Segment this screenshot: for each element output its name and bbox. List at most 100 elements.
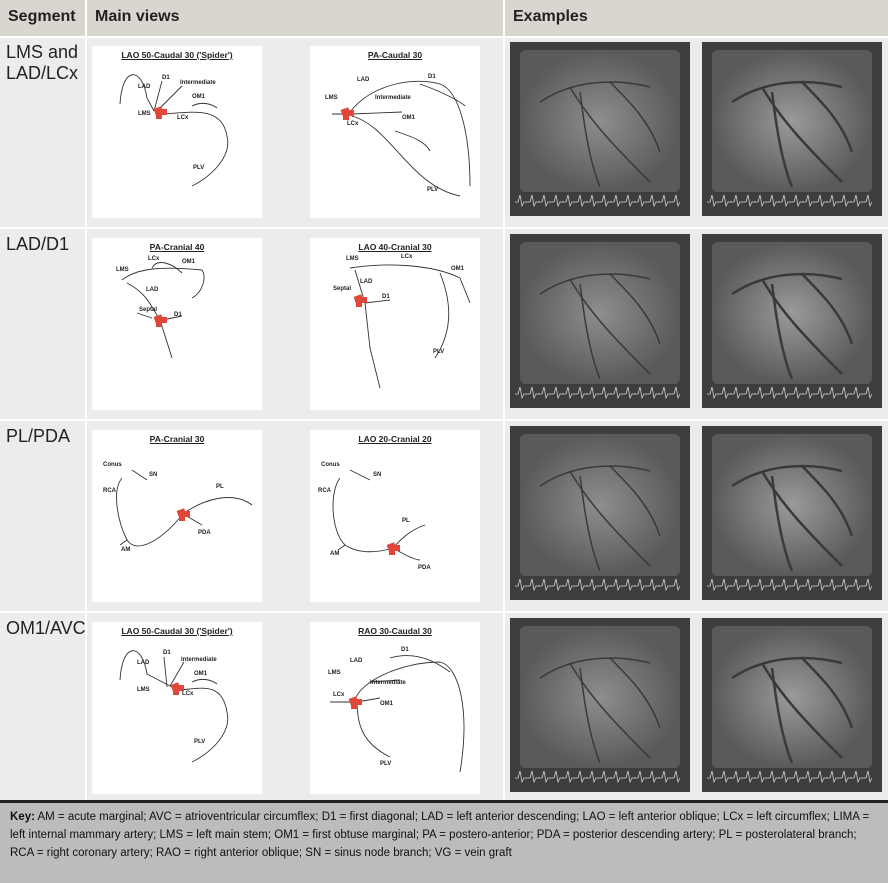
vessel-label: RCA (103, 488, 116, 494)
segment-label: LAD/D1 (6, 234, 70, 254)
view-title: LAO 50-Caudal 30 ('Spider') (121, 50, 233, 60)
vessel-label: LAD (146, 287, 159, 293)
vessel-label: Septal (139, 307, 158, 313)
vessel-label: PDA (198, 530, 211, 536)
vessel-label: OM1 (402, 115, 416, 121)
lesion-marker (170, 682, 184, 695)
vessel-label: Septal (333, 286, 352, 292)
coronary-tree-drawing (332, 80, 471, 197)
vessel-label: LMS (116, 267, 129, 273)
vessel-label: Intermediate (375, 95, 411, 101)
vessel-label: LCx (177, 115, 189, 121)
lesion-marker (348, 696, 362, 709)
vessel-label: LAD (357, 77, 370, 83)
row-divider (0, 36, 888, 38)
view-title: PA-Cranial 40 (149, 242, 205, 252)
angiogram-example-image (702, 234, 882, 408)
row-divider (0, 227, 888, 229)
lesion-marker (176, 508, 190, 521)
vessel-label: PLV (433, 349, 445, 355)
vessel-label: D1 (174, 312, 182, 318)
column-divider (85, 0, 87, 800)
coronary-tree-drawing (349, 264, 471, 389)
view-title: LAO 20-Cranial 20 (358, 434, 432, 444)
coronary-tree-drawing (330, 655, 465, 773)
vessel-label: LMS (346, 256, 359, 262)
angiogram-example-image (702, 618, 882, 792)
vessel-label: OM1 (194, 671, 208, 677)
vessel-label: LCx (347, 121, 359, 127)
vessel-label: PL (216, 484, 224, 490)
view-title: PA-Cranial 30 (149, 434, 205, 444)
vessel-label: PLV (427, 187, 439, 193)
key-legend: Key: AM = acute marginal; AVC = atrioven… (0, 803, 888, 883)
vessel-label: LCx (148, 256, 160, 262)
vessel-label: Intermediate (370, 680, 406, 686)
vessel-label: AM (330, 551, 340, 557)
vessel-label: D1 (163, 650, 171, 656)
segment-label: LMS and LAD/LCx (6, 42, 79, 83)
vessel-label: LMS (325, 95, 338, 101)
vessel-label: LMS (138, 111, 151, 117)
key-divider (0, 800, 888, 803)
vessel-label: OM1 (451, 266, 465, 272)
vessel-label: D1 (162, 75, 170, 81)
angiogram-example-image (702, 42, 882, 216)
vessel-label: LAD (360, 279, 373, 285)
lesion-marker (353, 294, 367, 307)
vessel-label: PLV (380, 761, 392, 767)
view-title: LAO 50-Caudal 30 ('Spider') (121, 626, 233, 636)
vessel-label: LMS (137, 687, 150, 693)
segment-label: OM1/AVC (6, 618, 86, 638)
view-title: PA-Caudal 30 (367, 50, 423, 60)
coronary-tree-drawing (121, 262, 205, 359)
lesion-marker (153, 106, 167, 119)
vessel-label: LAD (137, 660, 150, 666)
vessel-label: Intermediate (181, 657, 217, 663)
header-main-views: Main views (87, 0, 503, 36)
angiogram-example-image (510, 426, 690, 600)
vessel-label: SN (373, 472, 382, 478)
vessel-label: Conus (321, 462, 340, 468)
lesion-marker (153, 314, 167, 327)
vessel-label: OM1 (192, 94, 206, 100)
row-divider (0, 611, 888, 613)
vessel-label: LCx (401, 254, 413, 260)
vessel-label: OM1 (182, 259, 196, 265)
row-divider (0, 419, 888, 421)
vessel-label: PLV (194, 739, 206, 745)
vessel-label: LAD (350, 658, 363, 664)
angiogram-example-image (510, 42, 690, 216)
vessel-label: D1 (428, 74, 436, 80)
key-label: Key: (10, 811, 35, 823)
vessel-label: Conus (103, 462, 122, 468)
vessel-label: AM (121, 547, 131, 553)
lesion-marker (386, 542, 400, 555)
header-examples: Examples (505, 0, 888, 36)
lesion-marker (340, 107, 354, 120)
vessel-label: OM1 (380, 701, 394, 707)
column-divider (503, 0, 505, 800)
vessel-label: LAD (138, 84, 151, 90)
vessel-label: LMS (328, 670, 341, 676)
vessel-label: PLV (193, 165, 205, 171)
view-title: LAO 40-Cranial 30 (358, 242, 432, 252)
vessel-label: D1 (382, 294, 390, 300)
view-title: RAO 30-Caudal 30 (358, 626, 432, 636)
key-text: AM = acute marginal; AVC = atrioventricu… (10, 811, 870, 859)
angiogram-example-image (702, 426, 882, 600)
vessel-label: LCx (333, 692, 345, 698)
vessel-label: SN (149, 472, 158, 478)
coronary-tree-drawing (332, 469, 426, 561)
coronary-tree-drawing (119, 74, 229, 187)
vessel-label: RCA (318, 488, 331, 494)
vessel-label: Intermediate (180, 80, 216, 86)
coronary-tree-drawing (116, 469, 253, 547)
